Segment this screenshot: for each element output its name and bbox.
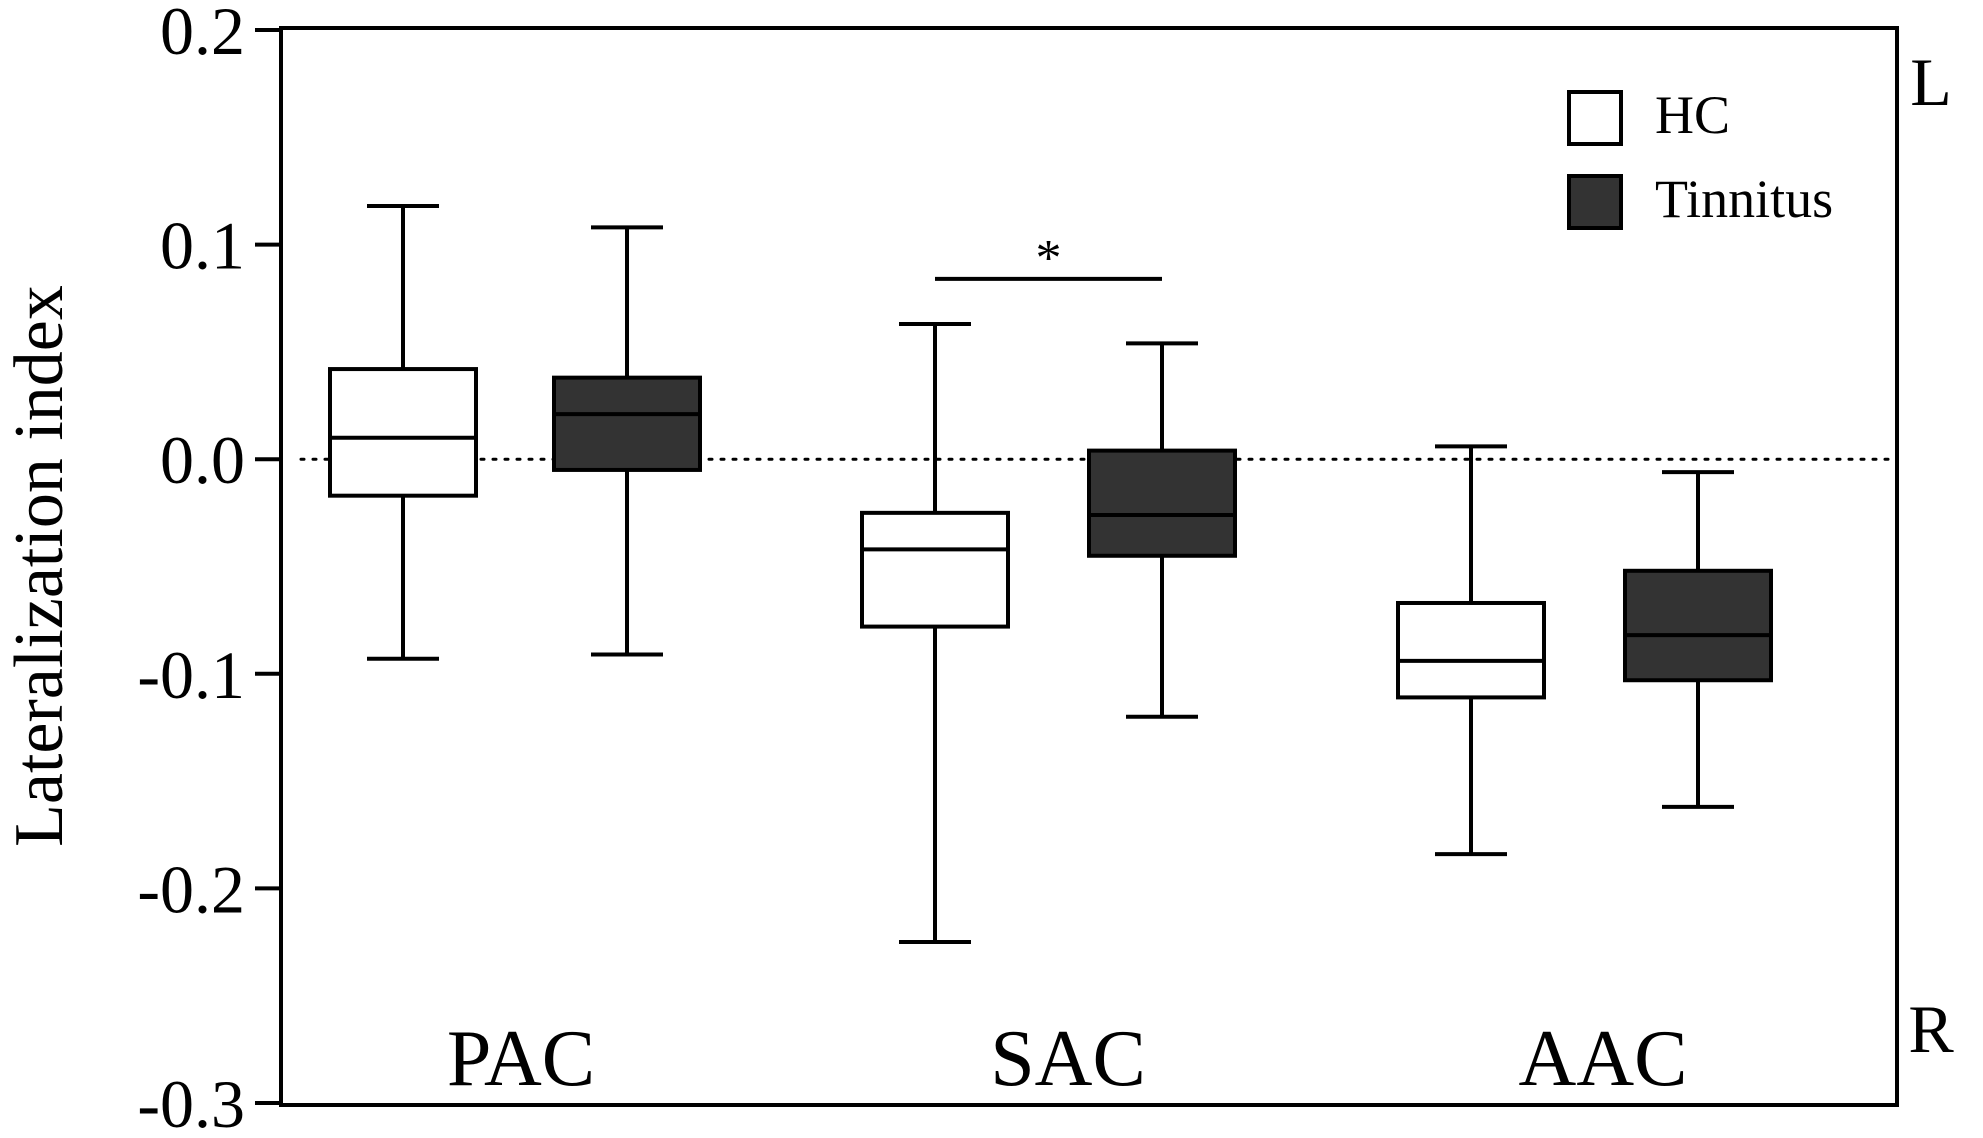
box-iqr [1087, 448, 1237, 558]
box-hc-sac [860, 322, 1010, 945]
legend-label-hc: HC [1655, 85, 1730, 145]
box-iqr [1396, 600, 1546, 700]
significance-star: * [1036, 230, 1062, 287]
significance-annotations: * [935, 230, 1162, 287]
box-iqr [328, 367, 478, 498]
y-tick-label: 0.0 [160, 422, 245, 498]
axis-layer [279, 26, 1899, 1107]
box-tinnitus-pac [552, 225, 702, 657]
legend-swatch-tinnitus [1567, 174, 1623, 230]
y-tick-label: 0.2 [160, 0, 245, 69]
box-iqr [1623, 568, 1773, 683]
box-tinnitus-aac [1623, 470, 1773, 809]
plot-frame [279, 26, 1899, 1107]
category-label-sac: SAC [990, 1015, 1146, 1103]
side-label-bottom: R [1908, 991, 1954, 1067]
box-hc-aac [1396, 444, 1546, 857]
legend-label-tinnitus: Tinnitus [1655, 169, 1833, 229]
category-label-aac: AAC [1519, 1015, 1688, 1103]
y-tick-label: -0.1 [137, 637, 245, 713]
legend-swatch-hc [1567, 90, 1623, 146]
box-iqr [552, 375, 702, 472]
y-tick-label: -0.2 [137, 851, 245, 927]
y-ticks: 0.2 0.1 0.0 -0.1 -0.2 -0.3 [137, 0, 281, 1138]
y-tick-label: 0.1 [160, 208, 245, 284]
box-tinnitus-sac [1087, 341, 1237, 719]
side-label-top: L [1910, 44, 1952, 120]
box-layer [328, 203, 1773, 945]
legend: HC Tinnitus [1567, 85, 1833, 230]
y-tick-label: -0.3 [137, 1066, 245, 1138]
box-iqr [860, 510, 1010, 629]
category-label-pac: PAC [447, 1015, 595, 1103]
category-labels: PAC SAC AAC [447, 1015, 1688, 1103]
box-hc-pac [328, 203, 478, 661]
y-axis-title: Lateralization index [1, 285, 78, 847]
